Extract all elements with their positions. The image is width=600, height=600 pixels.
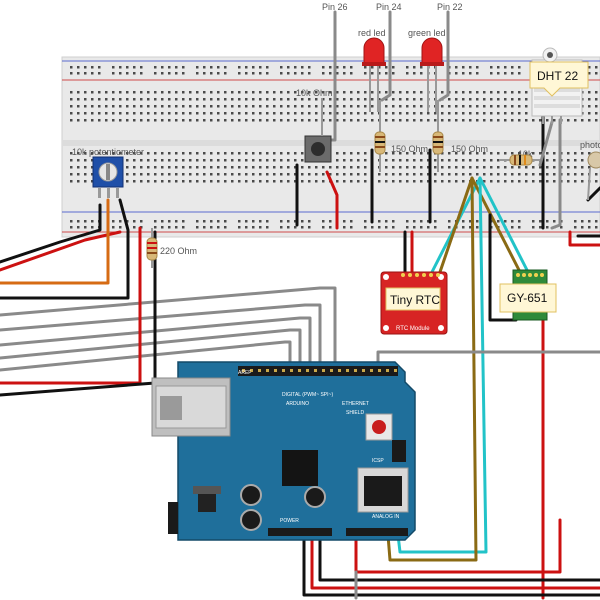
wire-grey-3 [0,316,312,370]
wire-grey-1 [0,286,337,370]
wire-grey-bottom-1 [376,350,600,370]
red-led [362,37,386,112]
pin22-label: Pin 22 [437,2,463,12]
analog-in-label: ANALOG IN [372,514,400,520]
resistor-220-ohm [146,228,158,268]
wire-red-bottom-1 [310,533,600,590]
wire-grey-photo [538,120,554,167]
wire-black-bottom-1 [302,533,600,597]
arduino-label: ARDUINO [286,401,309,407]
wire-grey-2 [0,303,322,370]
tiny-rtc-label: Tiny RTC [390,293,440,307]
tiny-rtc-module: Tiny RTC RTC Module [380,271,448,335]
wire-black-left-1 [0,203,102,264]
potentiometer-label: 10k potentiometer [72,147,144,157]
photo-label: photo [580,140,600,150]
aref-label: AREF [238,370,251,376]
arduino-ethernet-shield: DIGITAL (PWM~ SPI~) AREF ARDUINO ETHERNE… [151,361,416,541]
res-220-label: 220 Ohm [160,246,197,256]
gy651-label: GY-651 [507,291,548,305]
wire-grey-4 [0,328,302,370]
push-button [304,135,332,163]
wire-grey-pin22 [438,10,450,102]
breadboard [61,56,600,238]
wire-black-left-2 [0,198,130,300]
wire-red-bottom-2 [354,518,562,574]
resistor-150-ohm-a [374,100,386,172]
wire-red-right [568,230,600,247]
pin26-label: Pin 26 [322,2,348,12]
resistor-150-ohm-b [432,100,444,172]
digital-header-pins [242,369,397,372]
photoresistor [587,151,600,201]
wire-grey-dht [550,118,562,230]
green-led [420,37,444,112]
res-10k-ohm-label: 10k Ohm [296,88,333,98]
res-150-a-label: 150 Ohm [391,144,428,154]
resistor-10k [500,154,540,166]
wire-brown-down [386,176,478,562]
gy651-callout: GY-651 [499,283,557,313]
red-led-label: red led [358,28,386,38]
wire-cyan-down [396,176,488,554]
dht22-label: DHT 22 [537,69,578,83]
potentiometer [92,156,124,198]
shield-label: SHIELD [346,410,364,416]
wire-black-right-2 [586,186,600,202]
dht22-callout: DHT 22 [529,61,589,97]
wire-grey-5 [0,340,292,372]
icsp-label: ICSP [372,458,384,464]
digital-header-label: DIGITAL (PWM~ SPI~) [282,392,333,398]
wire-black-bottom-2 [318,533,600,582]
wire-black-gy [488,213,518,322]
wire-red-switch [325,170,339,230]
wire-orange-left [0,198,110,285]
pin24-label: Pin 24 [376,2,402,12]
res-10k-label: 10k [518,149,533,159]
res-150-b-label: 150 Ohm [451,144,488,154]
wire-red-left-1 [0,230,122,272]
ethernet-label: ETHERNET [342,401,369,407]
wires [0,10,600,600]
power-label: POWER [280,518,299,524]
rtc-module-label: RTC Module [396,326,430,332]
wire-grey-pin24 [380,10,392,102]
green-led-label: green led [408,28,446,38]
